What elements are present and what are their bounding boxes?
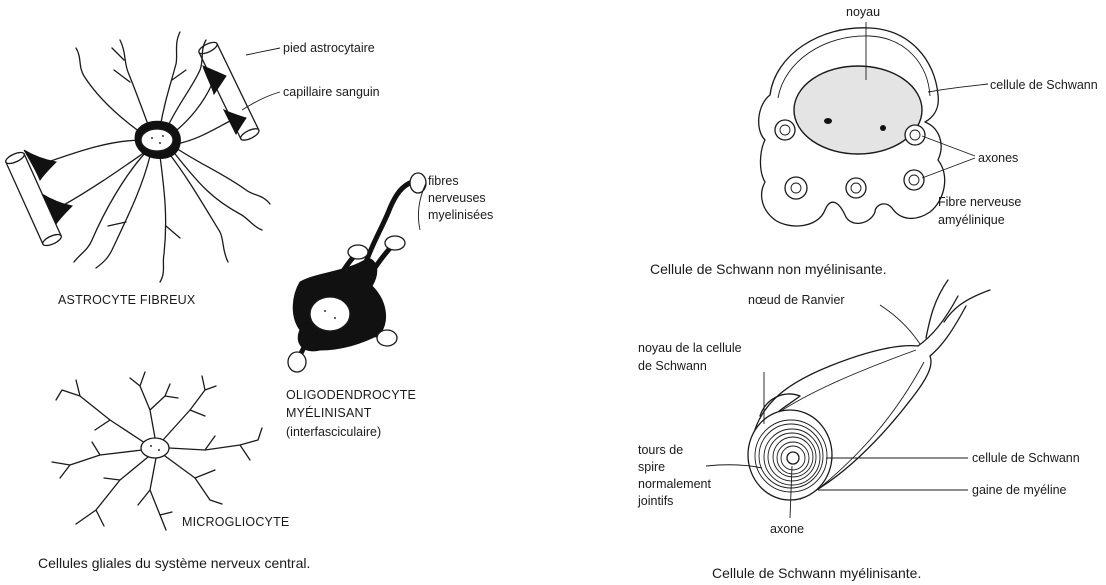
astrocyte-name: ASTROCYTE FIBREUX bbox=[58, 293, 196, 307]
label-pied-astrocytaire: pied astrocytaire bbox=[283, 41, 375, 55]
axon-unmyelinated bbox=[846, 178, 866, 198]
myelinated-fiber bbox=[385, 236, 405, 250]
astrocyte-process bbox=[48, 140, 144, 162]
capillary-top bbox=[197, 40, 260, 142]
label-nerveuses: nerveuses bbox=[428, 191, 486, 205]
microglia-branch bbox=[138, 458, 172, 530]
astrocyte-process bbox=[112, 40, 150, 130]
label-cellule-de-schwann-bottom: cellule de Schwann bbox=[972, 451, 1080, 465]
astrocyte-process bbox=[62, 150, 148, 206]
label-myelinisees: myelinisées bbox=[428, 208, 493, 222]
astrocyte-process bbox=[160, 32, 186, 128]
nucleus-dot bbox=[334, 317, 336, 319]
nucleolus bbox=[824, 118, 832, 124]
myelin-spiral bbox=[748, 410, 832, 500]
axon-outer bbox=[785, 177, 807, 199]
astrocyte-process bbox=[168, 152, 228, 262]
microglia-branch bbox=[130, 372, 178, 438]
schwann-myelinated-drawing bbox=[706, 280, 990, 518]
schwann-nucleus bbox=[794, 66, 922, 154]
microgliocyte-name: MICROGLIOCYTE bbox=[182, 515, 289, 529]
label-noyau: noyau bbox=[846, 5, 880, 19]
label-gaine-de-myeline: gaine de myéline bbox=[972, 483, 1067, 497]
oligodendrocyte-name-line2: MYÉLINISANT bbox=[286, 405, 372, 420]
microglia-nucleus bbox=[141, 438, 169, 458]
label-tours-line3: normalement bbox=[638, 477, 711, 491]
nucleus-dot bbox=[158, 449, 160, 451]
astrocyte-process bbox=[76, 48, 140, 132]
microgliocyte-drawing bbox=[52, 372, 262, 530]
label-axone: axone bbox=[770, 522, 804, 536]
microglia-branch bbox=[163, 376, 216, 440]
myelinated-fiber bbox=[348, 245, 368, 259]
nucleus-dot bbox=[150, 445, 152, 447]
microglia-branch bbox=[56, 380, 145, 443]
oligodendrocyte-drawing bbox=[288, 173, 426, 372]
leader-line bbox=[922, 136, 975, 178]
left-caption: Cellules gliales du système nerveux cent… bbox=[38, 555, 310, 571]
nucleus-dot bbox=[159, 142, 161, 144]
label-axones: axones bbox=[978, 151, 1018, 165]
leader-line bbox=[246, 48, 280, 55]
astrocyte-process bbox=[160, 156, 180, 282]
astrocyte-drawing bbox=[4, 32, 280, 282]
label-noyau-cellule-line1: noyau de la cellule bbox=[638, 341, 742, 355]
astrocyte-nucleus bbox=[141, 129, 173, 151]
axon-outer bbox=[904, 170, 924, 190]
astrocyte-process bbox=[176, 148, 270, 204]
microglia-branch bbox=[165, 456, 222, 504]
astrocyte-process bbox=[74, 152, 146, 262]
leader-line bbox=[880, 305, 920, 344]
microglia-branch bbox=[76, 457, 148, 526]
myelin-inner-edge bbox=[822, 362, 924, 486]
nucleolus bbox=[880, 125, 886, 131]
nucleus-dot bbox=[151, 137, 153, 139]
axon-outer bbox=[775, 120, 795, 140]
astrocyte-process bbox=[172, 84, 212, 134]
caption-myelinisante: Cellule de Schwann myélinisante. bbox=[712, 565, 921, 581]
next-internode-edge bbox=[944, 290, 990, 322]
microglia-branch bbox=[169, 428, 262, 460]
nucleus-dot bbox=[162, 135, 164, 137]
astrocyte-process bbox=[172, 150, 262, 230]
axon-unmyelinated bbox=[904, 170, 924, 190]
oligodendrocyte-name-line1: OLIGODENDROCYTE bbox=[286, 388, 416, 402]
astrocyte-process bbox=[96, 156, 150, 268]
next-internode-edge bbox=[926, 280, 948, 338]
myelinated-fiber bbox=[410, 173, 426, 193]
axon-unmyelinated bbox=[785, 177, 807, 199]
label-fibres: fibres bbox=[428, 174, 459, 188]
caption-non-myelinisante: Cellule de Schwann non myélinisante. bbox=[650, 261, 887, 277]
label-fibre-nerveuse: Fibre nerveuse bbox=[938, 195, 1021, 209]
axon-unmyelinated bbox=[905, 125, 925, 145]
label-tours-line4: jointifs bbox=[637, 494, 673, 508]
label-amyelinique: amyélinique bbox=[938, 213, 1005, 227]
label-tours-line1: tours de bbox=[638, 443, 683, 457]
label-tours-line2: spire bbox=[638, 460, 665, 474]
oligodendrocyte-name-line3: (interfasciculaire) bbox=[286, 425, 381, 439]
label-capillaire-sanguin: capillaire sanguin bbox=[283, 85, 380, 99]
label-noyau-cellule-line2: de Schwann bbox=[638, 359, 707, 373]
myelinated-fiber bbox=[377, 330, 397, 346]
axon-unmyelinated bbox=[775, 120, 795, 140]
label-cellule-de-schwann-top: cellule de Schwann bbox=[990, 78, 1098, 92]
nucleus-dot bbox=[324, 310, 326, 312]
myelinated-fiber bbox=[288, 352, 306, 372]
oligodendrocyte-nucleus bbox=[310, 297, 350, 331]
axon-cross-section bbox=[787, 452, 799, 464]
axon-outer bbox=[846, 178, 866, 198]
axon-outer bbox=[905, 125, 925, 145]
axon-beyond-node bbox=[918, 296, 958, 346]
label-noeud-de-ranvier: nœud de Ranvier bbox=[748, 293, 845, 307]
